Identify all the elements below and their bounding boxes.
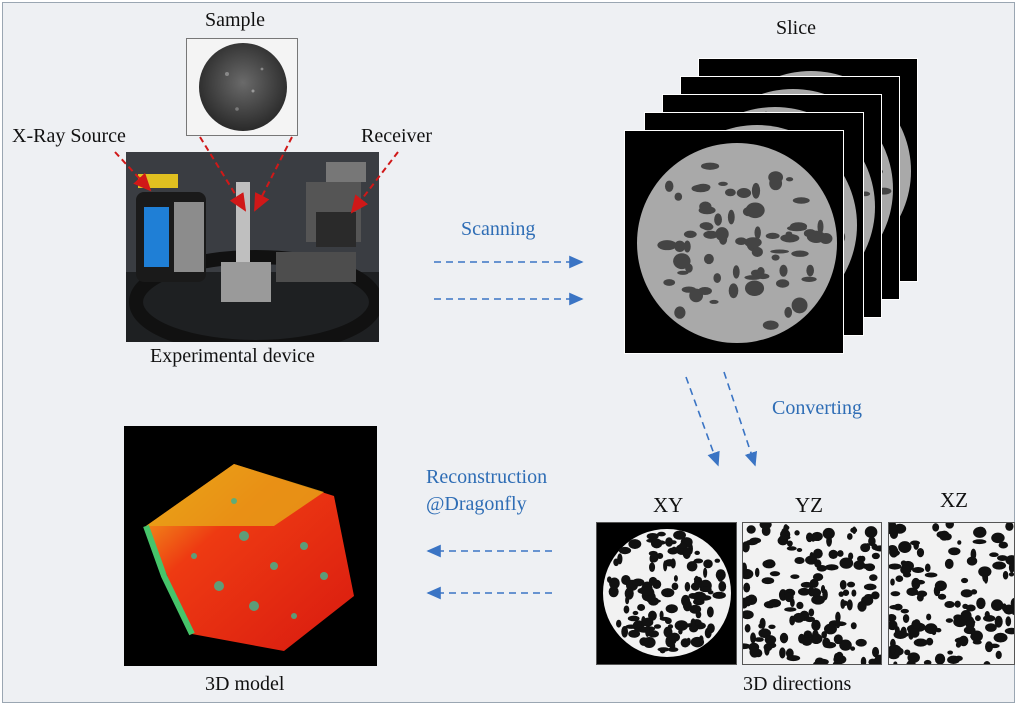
xz-label: XZ xyxy=(940,488,968,512)
model-3d-render xyxy=(124,426,377,666)
slice-label: Slice xyxy=(776,17,816,39)
sample-photo xyxy=(186,38,298,136)
scanning-label: Scanning xyxy=(461,218,536,240)
yz-section xyxy=(742,522,882,665)
xray-source-label: X-Ray Source xyxy=(12,125,126,147)
reconstruction-label: Reconstruction xyxy=(426,466,548,488)
model-3d-label: 3D model xyxy=(205,673,285,695)
receiver-label: Receiver xyxy=(361,125,433,147)
directions-3d-label: 3D directions xyxy=(743,673,852,695)
yz-label: YZ xyxy=(795,493,823,517)
xz-section xyxy=(888,522,1015,665)
xy-section xyxy=(596,522,737,665)
experimental-device-photo xyxy=(126,152,379,342)
experimental-device-label: Experimental device xyxy=(150,345,315,367)
sample-label: Sample xyxy=(205,9,265,31)
slice-image xyxy=(624,130,844,354)
converting-label: Converting xyxy=(772,397,862,419)
xy-label: XY xyxy=(653,493,684,517)
dragonfly-label: @Dragonfly xyxy=(426,493,527,515)
